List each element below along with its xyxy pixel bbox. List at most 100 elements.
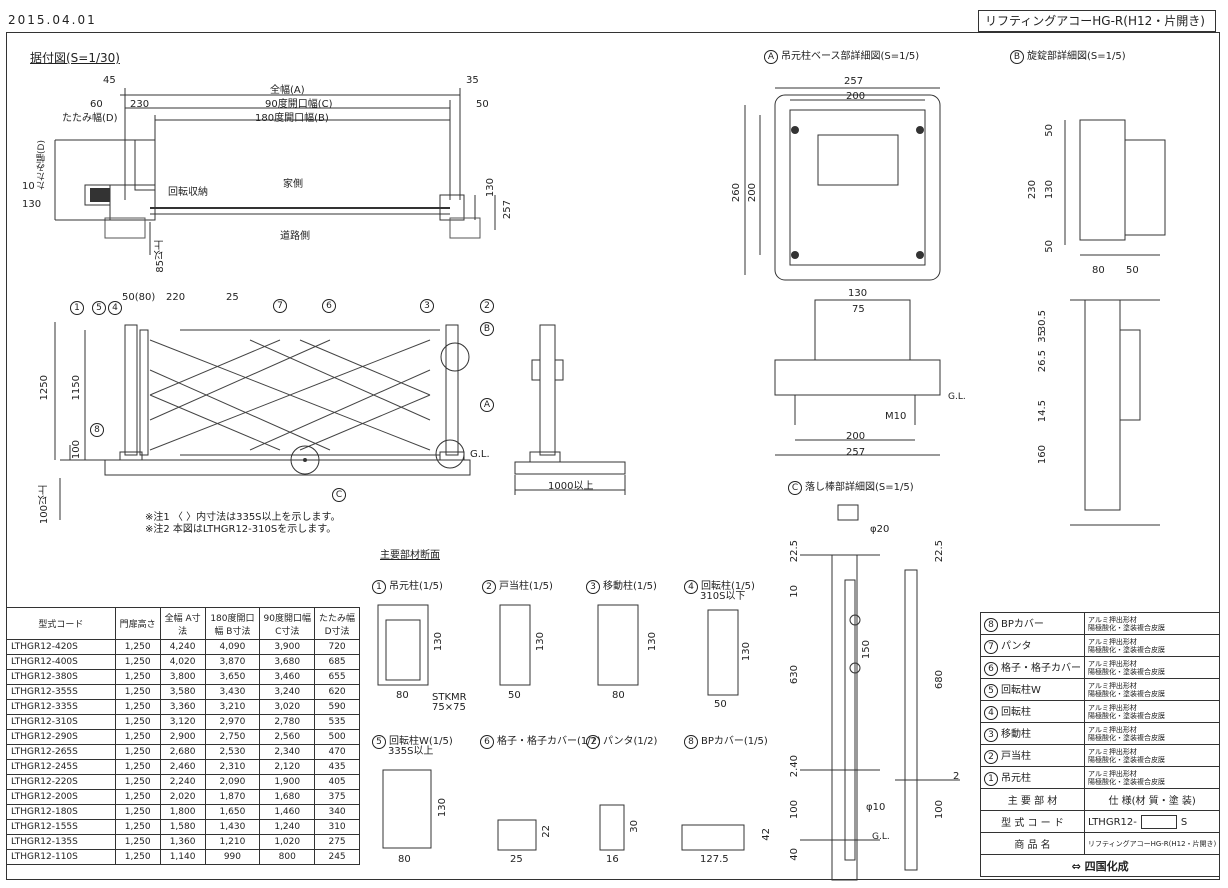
elev-gl-label: G.L. [470,449,490,460]
spec-cell: 1,020 [259,834,316,850]
spec-cell: 685 [314,654,360,670]
spec-cell: 990 [204,849,261,865]
spec-cell: 1,460 [259,804,316,820]
section-7-dim-w: 16 [606,854,619,865]
spec-cell: 2,120 [259,759,316,775]
detail-a-dim-260: 260 [731,183,742,203]
detail-c-dim-phi20: φ20 [870,524,890,535]
section-4-dim-h: 130 [741,642,752,662]
spec-cell: 310 [314,819,360,835]
part-number: 6 [984,662,998,676]
spec-cell: 2,780 [259,714,316,730]
drawing-title: リフティングアコーHG-R(H12・片開き) [985,14,1205,28]
plan-dim-60: 60 [90,99,103,110]
elev-dim-1000-min: 1000以上 [548,481,594,492]
material-line: 陽極酸化・塗装複合皮膜 [1088,623,1165,632]
detail-a-dim-130: 130 [848,288,868,299]
part-material: アルミ押出形材陽極酸化・塗装複合皮膜 [1083,678,1221,701]
section-5-dim-h: 130 [437,798,448,818]
spec-cell: 3,460 [259,669,316,685]
callout-4: 4 [108,301,125,315]
spec-cell: 3,360 [159,699,206,715]
spec-cell: 720 [314,639,360,655]
detail-c-dim-22-5-left: 22.5 [789,540,800,563]
section-2-dim-w: 50 [508,690,521,701]
note-1: ※注1 〈 〉内寸法は335S以上を示します。 [145,512,341,523]
material-line: 陽極酸化・塗装複合皮膜 [1088,645,1165,654]
spec-cell: 3,120 [159,714,206,730]
elev-dim-50-80: 50(80) [122,292,156,303]
model-code-cell: LTHGR12-110S [6,849,116,865]
spec-cell: 245 [314,849,360,865]
model-code-cell: LTHGR12-335S [6,699,116,715]
col-model-code: 型式コード [6,607,116,640]
elev-dim-1250: 1250 [39,375,50,401]
plan-label-house-side: 家側 [283,179,303,190]
detail-c-dim-630: 630 [789,665,800,685]
spec-cell: 1,250 [114,684,161,700]
model-code-cell: LTHGR12-220S [6,774,116,790]
footer-value-spec: 仕 様(材 質・塗 装) [1083,788,1221,811]
spec-cell: 3,650 [204,669,261,685]
detail-b-dim-50-width: 50 [1126,265,1139,276]
spec-cell: 1,250 [114,789,161,805]
model-code-cell: LTHGR12-380S [6,669,116,685]
detail-c-gl: G.L. [872,832,890,842]
elev-dim-220: 220 [166,292,186,303]
plan-dim-10: 10 [22,181,35,192]
part-number: 5 [984,684,998,698]
part-number: 4 [984,706,998,720]
material-line: 陽極酸化・塗装複合皮膜 [1088,711,1165,720]
plan-dim-50: 50 [476,99,489,110]
section-1-extra: STKMR 75×75 [432,692,467,713]
spec-cell: 2,530 [204,744,261,760]
plan-dim-45: 45 [103,75,116,86]
callout-2: 2 [480,299,497,313]
plan-label-road-side: 道路側 [280,231,310,242]
material-line: 陽極酸化・塗装複合皮膜 [1088,777,1165,786]
part-material: アルミ押出形材陽極酸化・塗装複合皮膜 [1083,744,1221,767]
part-label: 移動柱 [1001,729,1031,740]
spec-cell: 2,680 [159,744,206,760]
model-code-cell: LTHGR12-420S [6,639,116,655]
part-material: アルミ押出形材陽極酸化・塗装複合皮膜 [1083,700,1221,723]
footer-label-main-parts: 主 要 部 材 [980,788,1085,811]
spec-cell: 1,250 [114,774,161,790]
part-number: 7 [984,640,998,654]
spec-cell: 1,250 [114,654,161,670]
parts-footer-row-1: 主 要 部 材 仕 様(材 質・塗 装) [980,788,1221,811]
part-label: 吊元柱 [1001,773,1031,784]
detail-c-dim-150: 150 [861,640,872,660]
callout-3: 3 [420,299,437,313]
col-width-a: 全幅 A寸法 [159,607,206,640]
part-label: 回転柱 [1001,707,1031,718]
elev-dim-1150: 1150 [71,375,82,401]
part-label: BPカバー [1001,619,1044,630]
callout-7: 7 [273,299,290,313]
part-label: 回転柱W [1001,685,1041,696]
detail-b-dim-230: 230 [1027,180,1038,200]
section-3-dim-w: 80 [612,690,625,701]
section-5-extra: 335S以上 [388,746,434,757]
detail-b-dim-50-bottom: 50 [1044,240,1055,253]
callout-5: 5 [92,301,109,315]
plan-dim-257: 257 [502,200,513,220]
spec-cell: 2,090 [204,774,261,790]
detail-b-dim-26-5: 26.5 [1037,350,1048,373]
spec-cell: 1,680 [259,789,316,805]
footer-label-model-code: 型 式 コ ー ド [980,810,1085,833]
spec-cell: 3,680 [259,654,316,670]
detail-c-dim-100-right: 100 [934,800,945,820]
